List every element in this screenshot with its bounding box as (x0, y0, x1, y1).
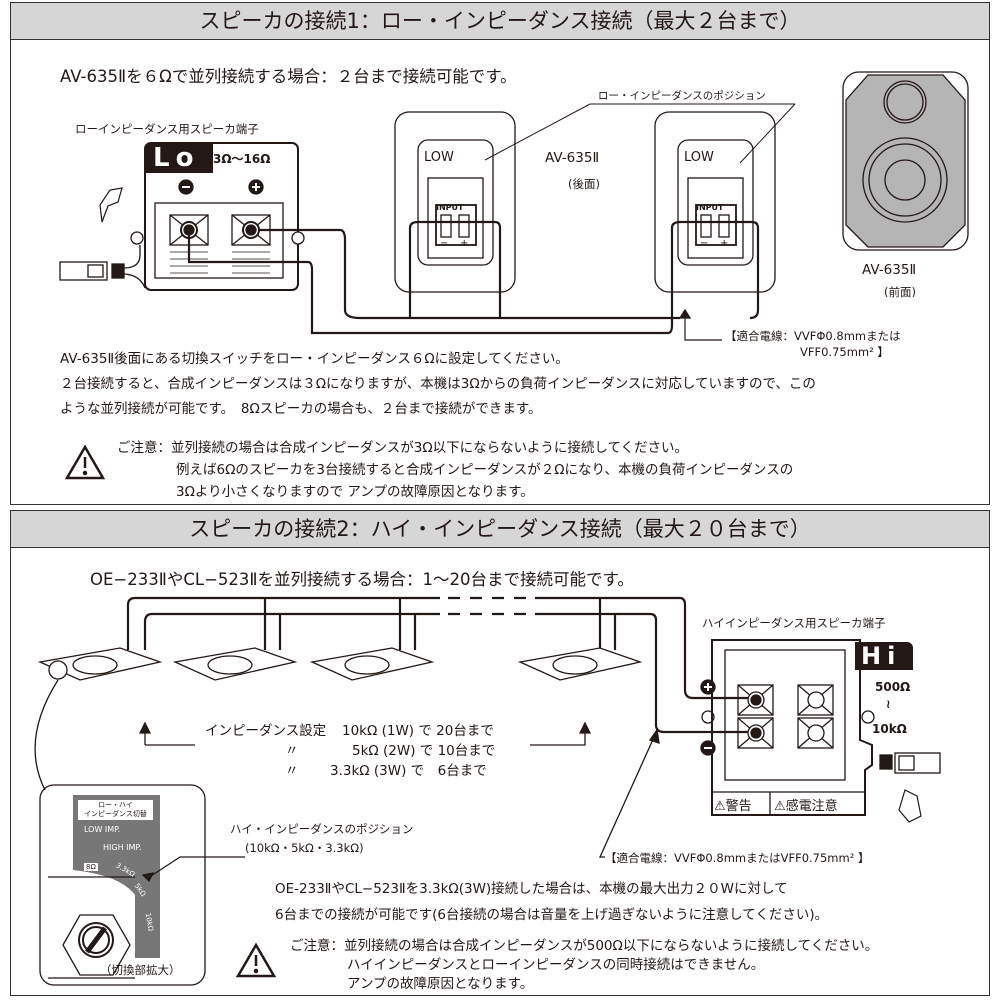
input-plus: + (460, 238, 469, 249)
high-imp-label: HIGH IMP. (103, 843, 142, 852)
section-high-impedance: スピーカの接続2：ハイ・インピーダンス接続（最大２０台まで） (10, 510, 990, 996)
hi-range-bottom: 10kΩ (872, 722, 907, 736)
section1-wires (187, 220, 760, 335)
hi-terminal-label: ハイインピーダンス用スピーカ端子 (702, 616, 886, 630)
shock-warning-label: ⚠感電注意 (774, 799, 838, 814)
lo-terminal-label: ローインピーダンス用スピーカ端子 (75, 122, 259, 136)
body-text: ２台接続すると、合成インピーダンスは３Ωになりますが、本機は3Ωからの負荷インピ… (60, 376, 816, 392)
high-position-values: (10kΩ・5kΩ・3.3kΩ) (245, 841, 364, 855)
ceiling-speakers (37, 647, 643, 681)
lo-badge: Lo (145, 143, 213, 173)
front-speaker (842, 71, 969, 251)
rear-caption: (後面) (568, 177, 600, 191)
body-text: AV-635Ⅱ後面にある切換スイッチをロー・インピーダンス６Ωに設定してください… (60, 351, 569, 367)
input-label: INPUT (436, 203, 464, 212)
caution-text: アンプの故障原因となります。 (347, 976, 534, 992)
hi-range-top: 500Ω (875, 680, 911, 694)
section-low-impedance: スピーカの接続1：ロー・インピーダンス接続（最大２台まで） (10, 2, 990, 505)
impedance-setting-label: 〃 (285, 763, 299, 779)
rear-panel-1 (394, 111, 516, 293)
wire-note: 【適合電線：VVFΦ0.8mmまたは (725, 329, 901, 343)
section2-subtitle: OE−233ⅡやCL−523Ⅱを並列接続する場合：1〜20台まで接続可能です。 (90, 570, 634, 589)
switch-closeup (39, 784, 245, 986)
switch-panel-title-2: インピーダンス切替 (84, 810, 147, 818)
section1-title: スピーカの接続1：ロー・インピーダンス接続（最大２台まで） (11, 3, 989, 40)
section2-wires (126, 596, 755, 734)
caution-icon (235, 942, 277, 978)
body-text: 6台までの接続が可能です(6台接続の場合は音量を上げ過ぎないように注意してくださ… (275, 907, 829, 923)
input-minus: − (440, 238, 449, 249)
caution-text: 例えば6Ωのスピーカを3台接続すると合成インピーダンスが２Ωになり、本機の負荷イ… (176, 462, 794, 478)
impedance-setting-label: インピーダンス設定 (205, 723, 327, 739)
low-position-label: ロー・インピーダンスのポジション (598, 90, 766, 102)
section1-subtitle: AV-635Ⅱを６Ωで並列接続する場合：２台まで接続可能です。 (60, 67, 517, 86)
closeup-caption: （切換部拡大） (100, 963, 181, 977)
front-model: AV-635Ⅱ (862, 262, 917, 278)
lo-range: 3Ω〜16Ω (213, 152, 271, 166)
impedance-setting-value: 3.3kΩ (3W) で 6台まで (330, 763, 487, 779)
option-8ohm: 8Ω (84, 863, 98, 871)
impedance-setting-value: 5kΩ (2W) で 10台まで (352, 743, 496, 759)
caution-text: ご注意：並列接続の場合は合成インピーダンスが3Ω以下にならないように接続してくだ… (117, 440, 689, 456)
low-imp-label: LOW IMP. (84, 825, 121, 834)
body-text: OE-233ⅡやCL−523Ⅱを3.3kΩ(3W)接続した場合は、本機の最大出力… (275, 881, 788, 897)
caution-text: 3Ωより小さくなりますので アンプの故障原因となります。 (176, 484, 534, 500)
switch-panel-title: ロー・ハイインピーダンス切替 (78, 800, 153, 820)
hi-range-sep: ≀ (886, 697, 891, 711)
hi-badge: Hi (855, 642, 913, 670)
warning-label: ⚠警告 (714, 799, 752, 814)
rear-model: AV-635Ⅱ (545, 150, 600, 166)
low-switch-label: LOW (424, 150, 454, 165)
impedance-setting-value: 10kΩ (1W) で 20台まで (342, 723, 494, 739)
caution-icon (64, 444, 106, 480)
caution-text: ハイインピーダンスとローインピーダンスの同時接続はできません。 (347, 957, 765, 973)
section2-title: スピーカの接続2：ハイ・インピーダンス接続（最大２０台まで） (11, 511, 989, 548)
lo-terminal-block (59, 142, 305, 291)
switch-panel-title-1: ロー・ハイ (98, 801, 133, 809)
wire-note: 【適合電線：VVFΦ0.8mmまたはVFF0.75mm² 】 (605, 851, 870, 865)
input-label: INPUT (696, 203, 724, 212)
high-position-label: ハイ・インピーダンスのポジション (230, 822, 414, 836)
low-switch-label: LOW (684, 150, 714, 165)
input-plus: + (720, 238, 729, 249)
wire-note: VFF0.75mm² 】 (800, 345, 889, 359)
front-caption: (前面) (884, 285, 916, 299)
impedance-setting-label: 〃 (285, 743, 299, 759)
body-text: ような並列接続が可能です。 8Ωスピーカの場合も、２台まで接続ができます。 (60, 401, 542, 417)
input-minus: − (700, 238, 709, 249)
rear-panel-2 (654, 111, 776, 293)
hi-terminal-block (700, 639, 941, 823)
caution-text: ご注意：並列接続の場合は合成インピーダンスが500Ω以下にならないように接続して… (290, 938, 879, 954)
